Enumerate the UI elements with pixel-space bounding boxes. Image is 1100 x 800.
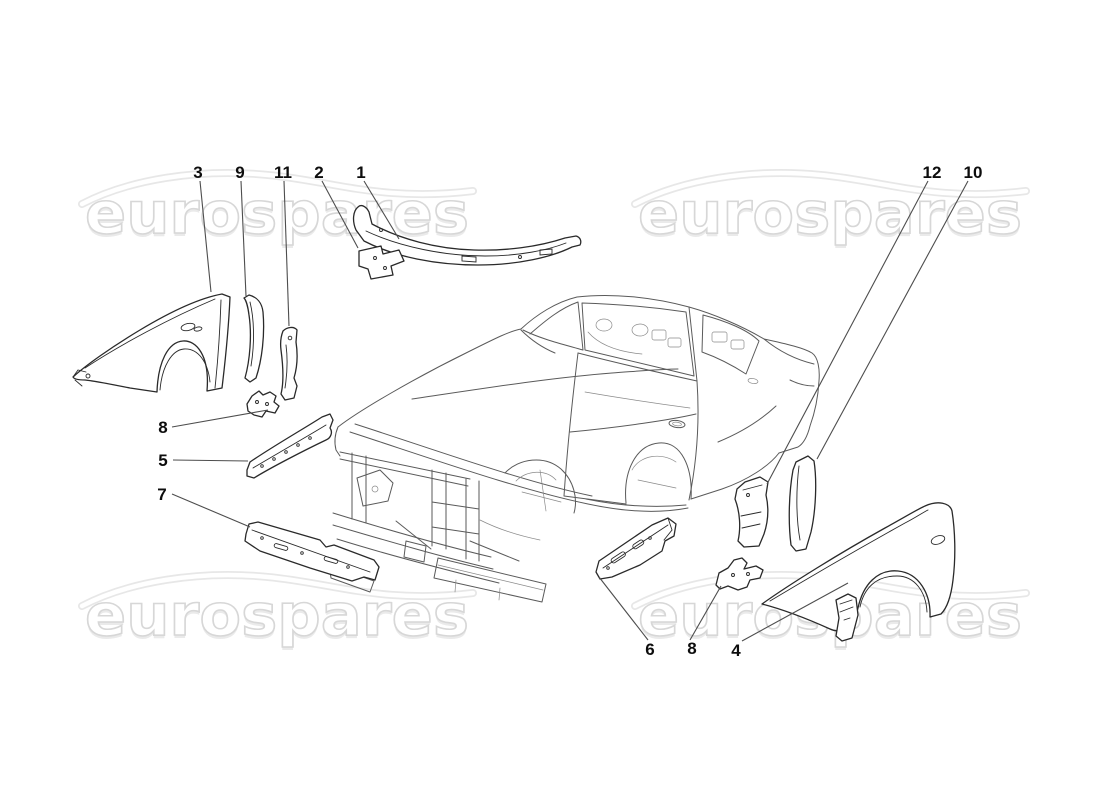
callout-6: 6 bbox=[645, 640, 654, 659]
hood-side-line bbox=[411, 368, 679, 400]
front-face-line bbox=[334, 426, 341, 457]
leader-line-7 bbox=[171, 493, 251, 528]
front-chassis-structure bbox=[328, 451, 576, 603]
leader-lines bbox=[171, 180, 969, 642]
cowl-line bbox=[520, 329, 556, 354]
leader-line-8-left bbox=[171, 409, 269, 428]
callout-2: 2 bbox=[314, 163, 323, 182]
part-front-right-fender bbox=[761, 502, 956, 642]
watermark-top-left: eurospares eurospares bbox=[82, 173, 473, 250]
leader-line-11 bbox=[283, 180, 290, 327]
part-pillar-outer-piece bbox=[279, 326, 298, 401]
front-wheelhouse bbox=[504, 459, 576, 514]
b-pillar bbox=[688, 306, 698, 382]
callout-12: 12 bbox=[923, 163, 942, 182]
callout-8-right: 8 bbox=[687, 639, 696, 658]
callout-8-left: 8 bbox=[158, 418, 167, 437]
rear-quarter-crease bbox=[717, 405, 777, 443]
subframe-foot bbox=[433, 557, 547, 603]
front-side-window bbox=[581, 302, 695, 377]
leader-line-4 bbox=[741, 582, 849, 642]
watermark-text: eurospares bbox=[85, 581, 469, 649]
beltline bbox=[577, 352, 698, 382]
side-marker bbox=[747, 378, 759, 384]
door-front-edge bbox=[563, 352, 627, 505]
bumper-mount bbox=[403, 540, 427, 563]
body-shell-drawing bbox=[328, 294, 820, 603]
taillight-hint bbox=[789, 379, 815, 387]
leader-line-9 bbox=[240, 180, 247, 297]
interior-detail bbox=[584, 318, 745, 489]
leader-line-10 bbox=[816, 180, 969, 460]
part-pillar-trim-strip bbox=[788, 455, 817, 552]
exploded-parts bbox=[72, 205, 956, 642]
part-front-left-fender bbox=[72, 293, 231, 393]
windshield bbox=[522, 301, 584, 351]
hood-crease-2 bbox=[354, 423, 593, 497]
part-bracket-front bbox=[358, 245, 405, 280]
callout-numbers: 3 9 11 2 1 12 10 8 5 7 6 8 4 bbox=[157, 163, 982, 660]
door-rear-edge bbox=[688, 380, 699, 501]
fender-inner-bracket bbox=[835, 593, 859, 642]
door-crease bbox=[569, 413, 697, 433]
part-mounting-bracket-left bbox=[246, 390, 280, 418]
watermark-top-right: eurospares eurospares bbox=[635, 173, 1026, 250]
watermark-text: eurospares bbox=[638, 179, 1022, 247]
leader-line-12 bbox=[766, 180, 929, 485]
callout-11: 11 bbox=[274, 163, 292, 182]
callout-9: 9 bbox=[235, 163, 244, 182]
quarter-window bbox=[701, 314, 760, 375]
leader-line-3 bbox=[199, 180, 212, 293]
leader-line-5 bbox=[172, 459, 249, 462]
callout-1: 1 bbox=[356, 163, 365, 182]
door-handle-inner bbox=[672, 421, 682, 427]
body-silhouette bbox=[337, 294, 820, 454]
part-quarter-pillar-piece bbox=[734, 476, 769, 548]
shock-tower bbox=[356, 469, 394, 507]
leader-line-8-right bbox=[689, 585, 722, 641]
watermark-text-shadow: eurospares bbox=[85, 584, 469, 652]
trunk-line bbox=[763, 338, 815, 365]
callout-5: 5 bbox=[158, 451, 167, 470]
leader-line-2 bbox=[321, 180, 359, 249]
rear-wheel-arch bbox=[625, 442, 692, 504]
rear-lower-edge bbox=[690, 452, 780, 500]
leader-line-6 bbox=[598, 576, 649, 641]
rocker-line bbox=[585, 498, 687, 507]
hood-crease-1 bbox=[349, 431, 689, 512]
part-a-pillar-strip bbox=[243, 294, 265, 383]
callout-3: 3 bbox=[193, 163, 202, 182]
callout-4: 4 bbox=[731, 641, 741, 660]
watermark-bottom-left: eurospares eurospares bbox=[82, 575, 473, 652]
part-front-side-panel bbox=[595, 517, 677, 580]
watermark-text-shadow: eurospares bbox=[638, 182, 1022, 250]
watermark-text: eurospares bbox=[85, 179, 469, 247]
callout-10: 10 bbox=[964, 163, 983, 182]
part-front-rail-trim bbox=[246, 413, 334, 479]
leader-line-1 bbox=[363, 180, 400, 240]
part-sill-cover bbox=[244, 521, 380, 582]
callout-7: 7 bbox=[157, 485, 166, 504]
door-handle bbox=[668, 419, 686, 429]
part-mounting-bracket-right bbox=[715, 557, 764, 591]
